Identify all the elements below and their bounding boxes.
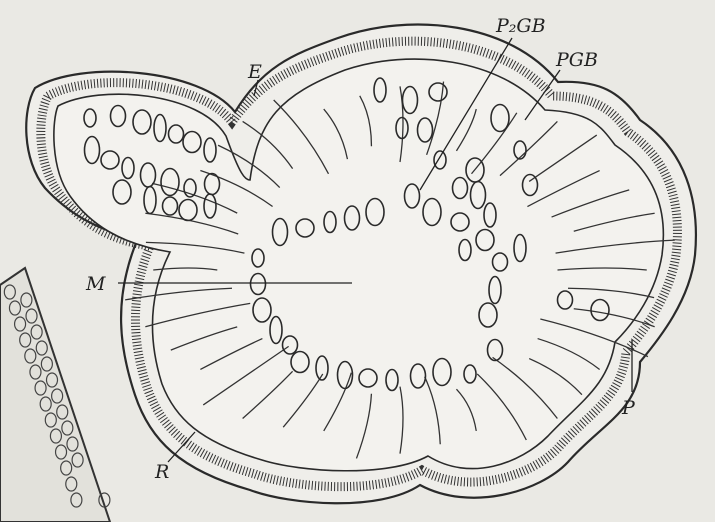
- label-e: E: [247, 61, 262, 83]
- label-r: R: [154, 461, 169, 483]
- label-p: P: [621, 397, 636, 419]
- label-pgb: PGB: [555, 49, 598, 71]
- adjacent-tissue-strip: [0, 268, 110, 522]
- label-p2gb: P₂GB: [495, 15, 546, 37]
- label-m: M: [85, 273, 106, 295]
